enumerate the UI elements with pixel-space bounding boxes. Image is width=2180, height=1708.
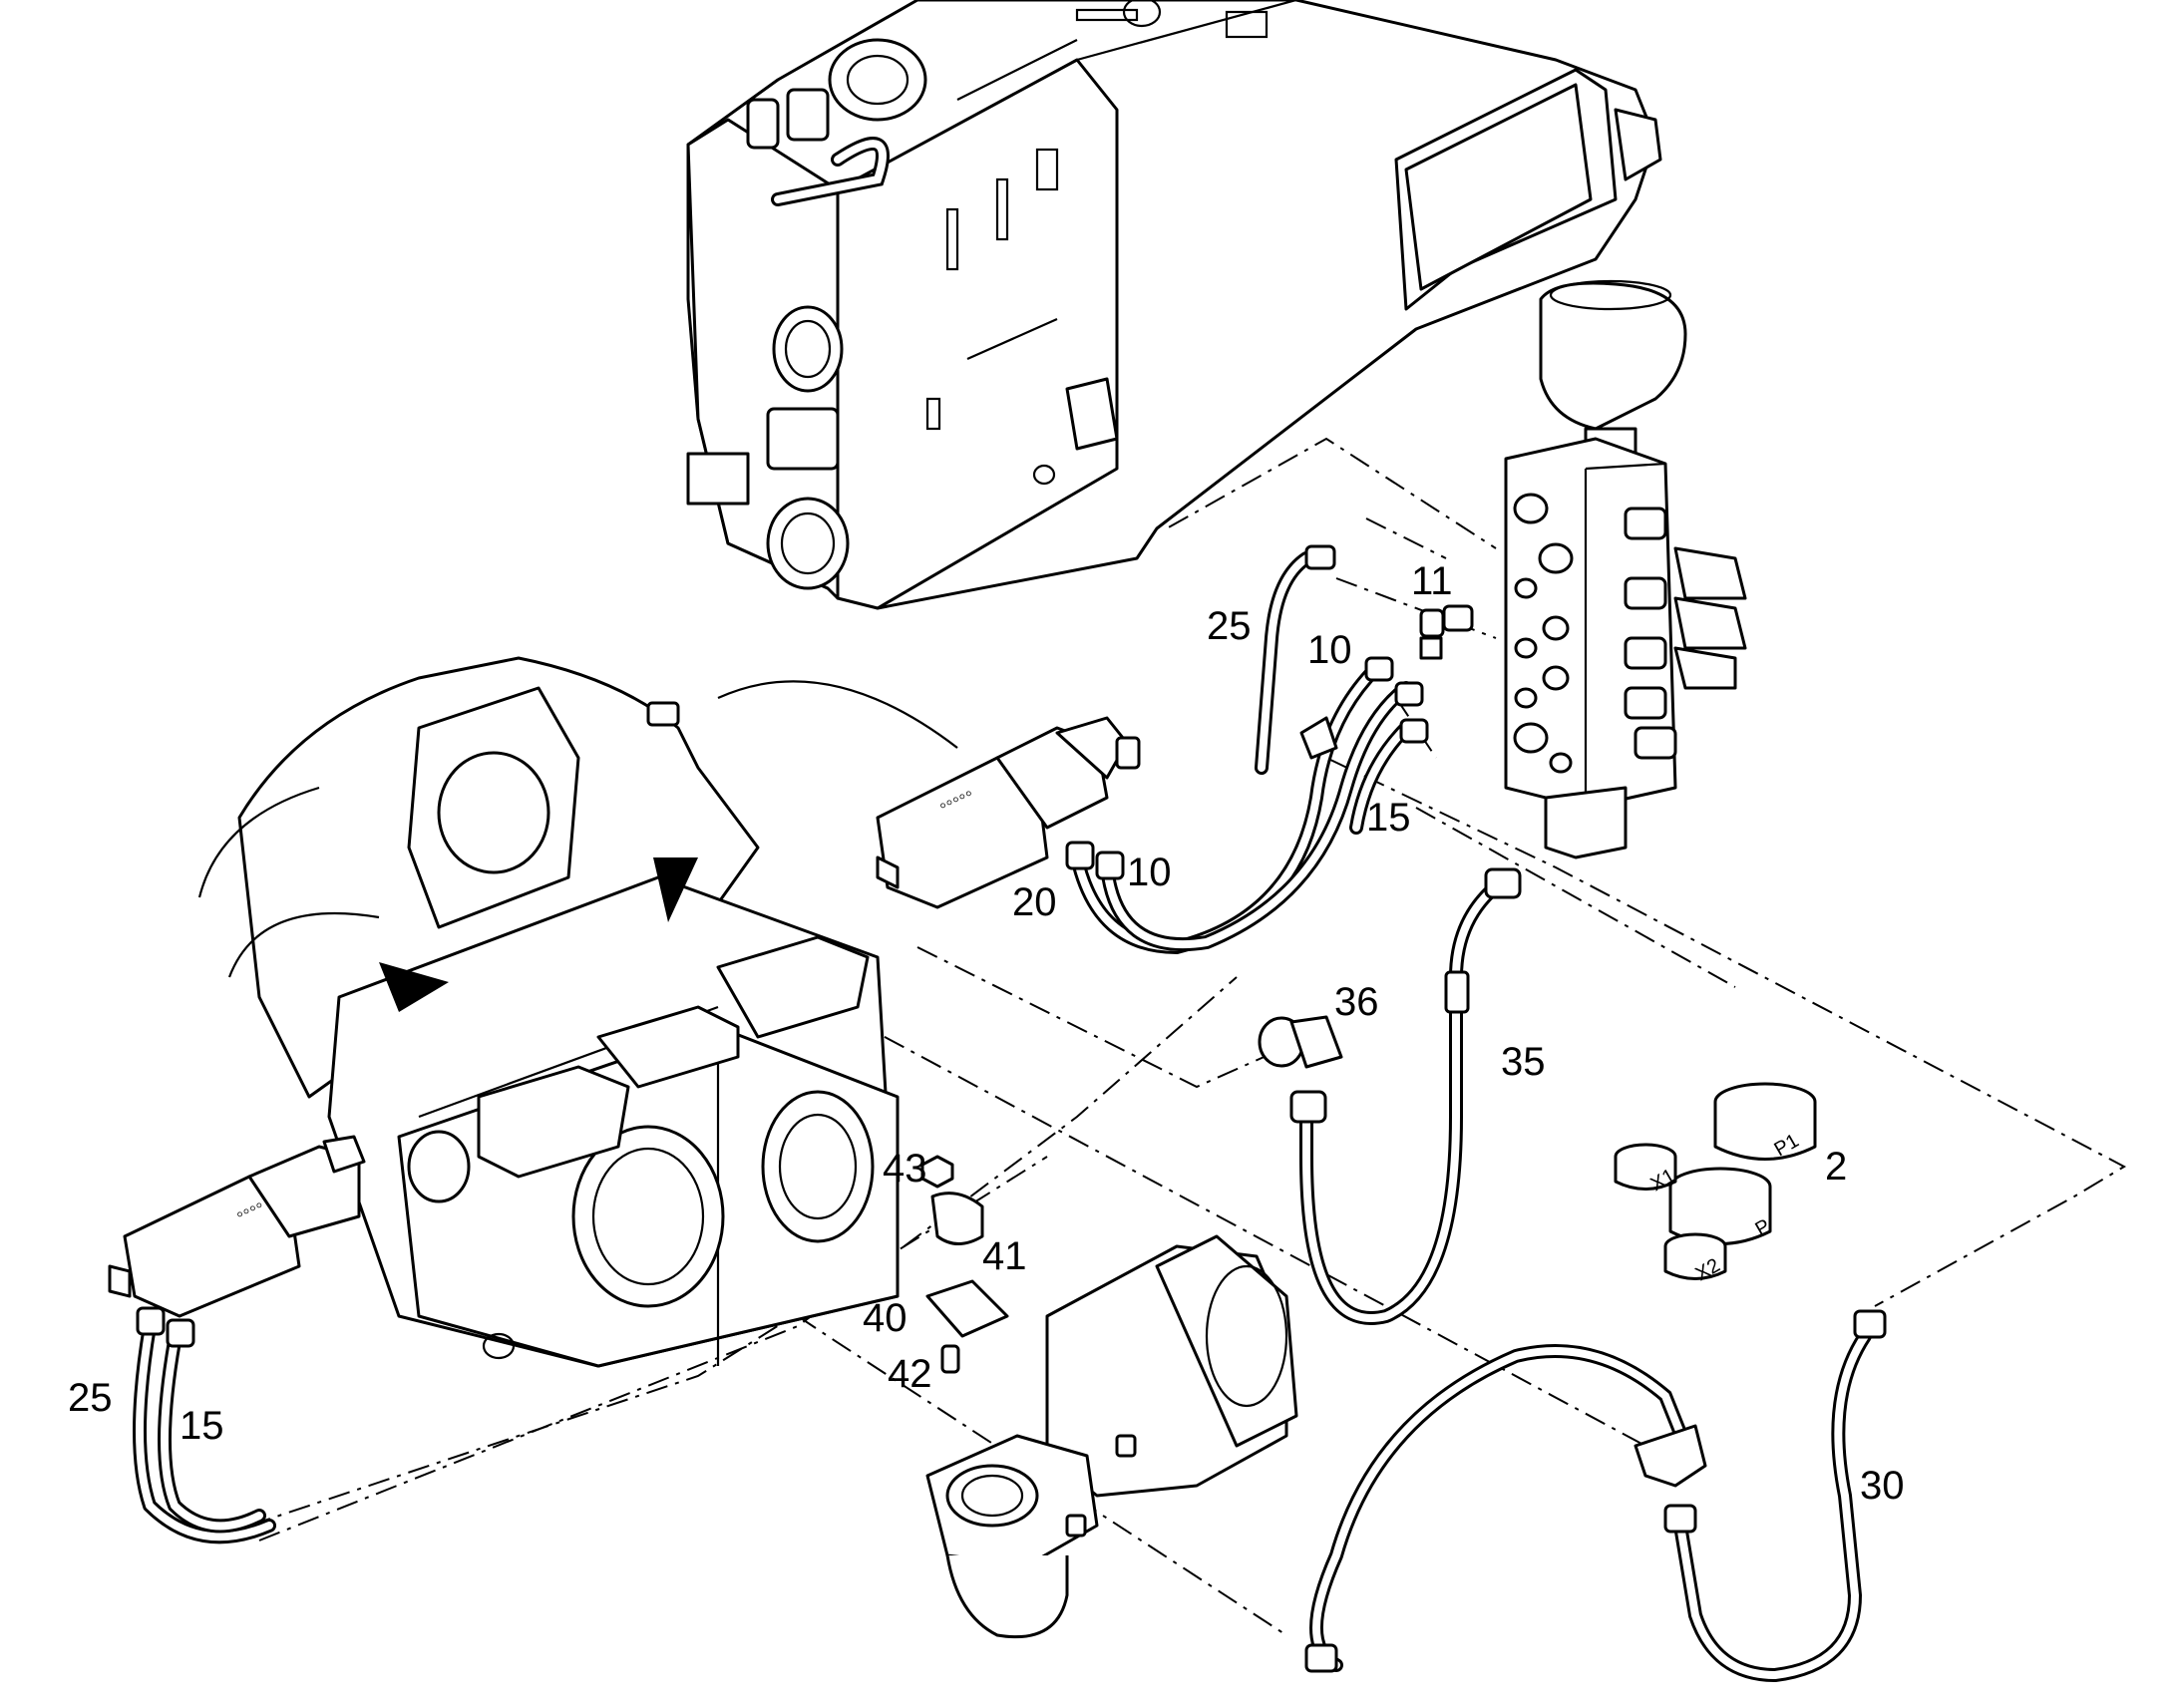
callout-30: 30 xyxy=(1860,1464,1905,1508)
callout-41: 41 xyxy=(982,1234,1027,1278)
callout-20: 20 xyxy=(1012,880,1057,924)
callout-25-upper: 25 xyxy=(1207,604,1252,648)
valve-block-accumulator xyxy=(1504,279,1747,859)
callout-40: 40 xyxy=(863,1296,908,1340)
clamp-bracket-assembly xyxy=(920,1155,1009,1374)
pointer-arrow-right xyxy=(653,857,698,922)
solenoid-valve-lower: ◦◦◦◦ xyxy=(108,1135,366,1318)
callout-10-upper: 10 xyxy=(1307,628,1352,672)
callout-25-lower: 25 xyxy=(68,1376,113,1420)
hose-group-upper xyxy=(1065,544,1429,955)
callout-10-lower: 10 xyxy=(1127,851,1172,894)
seal-rings-2 xyxy=(1614,1082,1817,1280)
solenoid-valve-upper: ◦◦◦◦◦ xyxy=(876,716,1141,909)
hose-35 xyxy=(1289,867,1522,1325)
valve-ports xyxy=(1513,493,1747,774)
elbow-fitting-36 xyxy=(1258,1015,1343,1069)
callout-15-lower: 15 xyxy=(180,1404,224,1448)
callout-42: 42 xyxy=(888,1352,932,1396)
tank-housing xyxy=(686,0,1662,610)
callout-36: 36 xyxy=(1334,980,1379,1024)
fitting-11 xyxy=(1419,604,1474,660)
hose-30-assembly xyxy=(1304,1309,1887,1683)
callout-11: 11 xyxy=(1411,559,1453,603)
pump-flywheel-housing xyxy=(197,656,958,1368)
callout-35: 35 xyxy=(1501,1040,1546,1084)
callout-15-upper: 15 xyxy=(1366,796,1411,840)
pointer-arrow-left xyxy=(379,962,449,1012)
hose-group-lower xyxy=(133,1306,276,1544)
motor-housing xyxy=(925,1234,1298,1639)
callout-43: 43 xyxy=(883,1147,927,1191)
callout-2: 2 xyxy=(1825,1145,1848,1189)
